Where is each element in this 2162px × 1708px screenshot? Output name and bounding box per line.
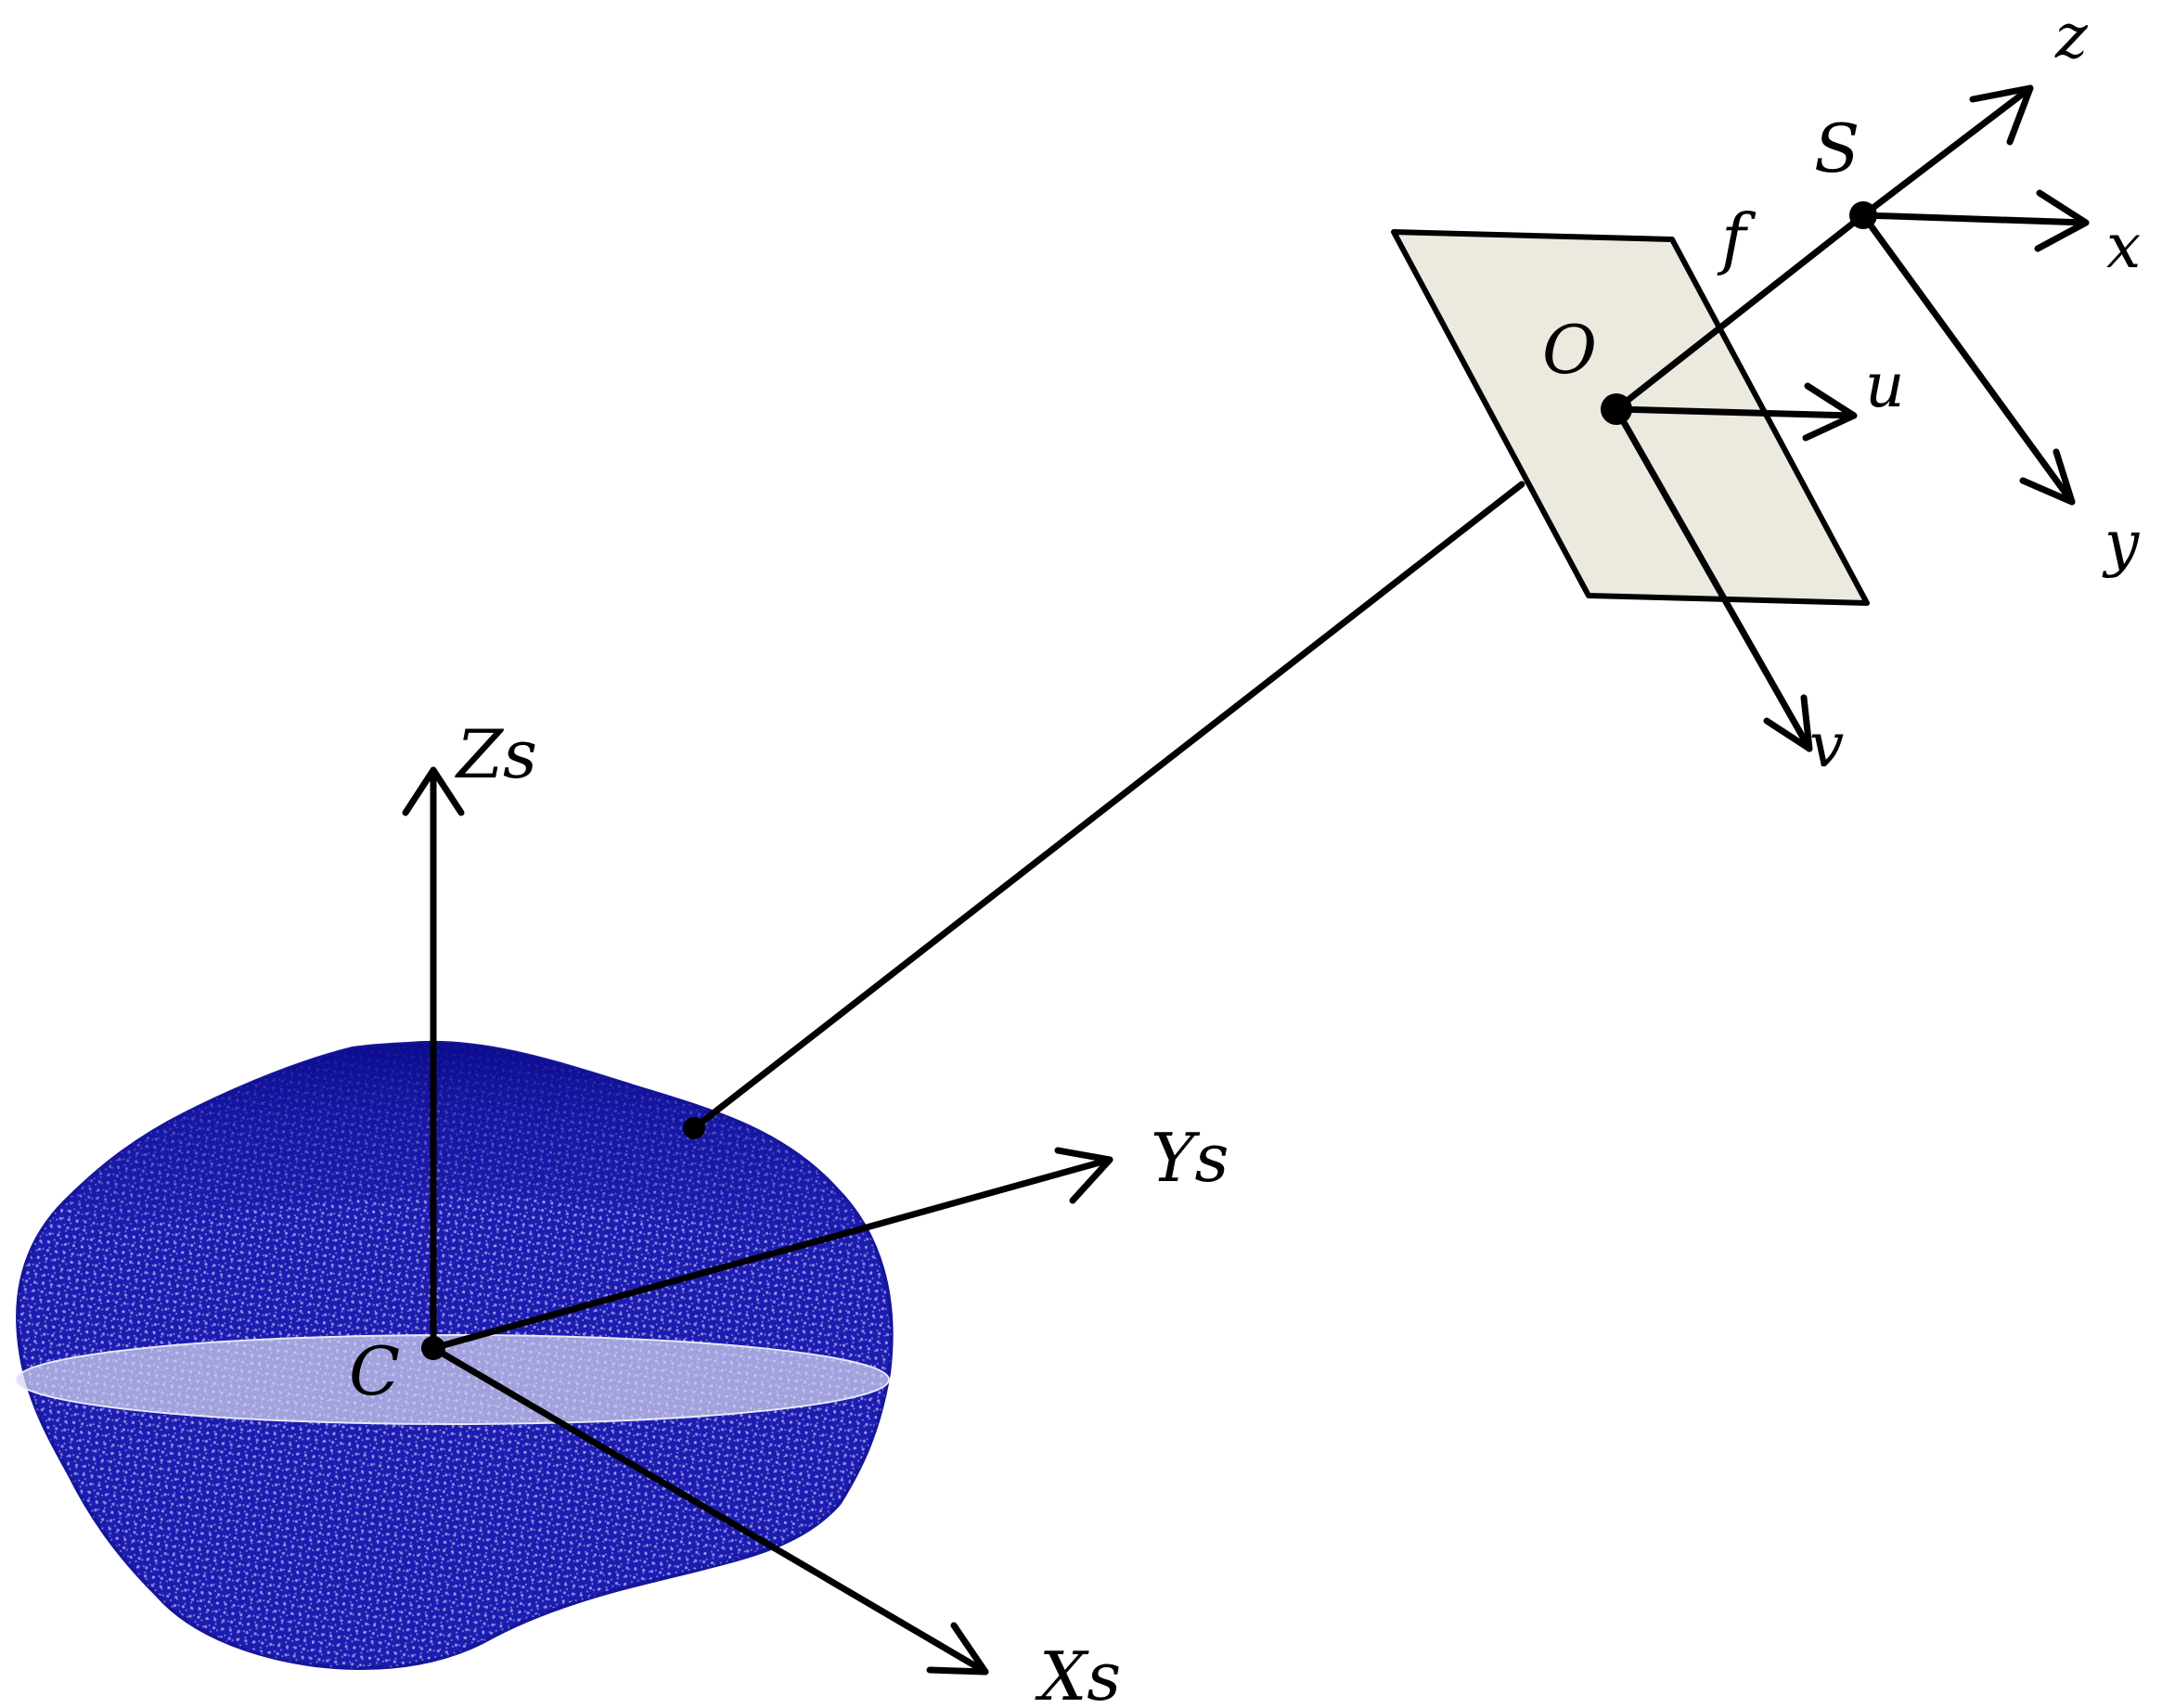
camera-frame-axes — [1849, 84, 2090, 506]
label-f: f — [1717, 199, 1757, 277]
v-axis — [1613, 405, 1813, 752]
ys-axis — [430, 1156, 1113, 1352]
label-u: u — [1865, 350, 1905, 421]
xs-axis — [430, 1344, 989, 1676]
label-z: z — [2054, 1, 2089, 72]
asteroid-point-cloud — [16, 1040, 894, 1670]
label-x: x — [2106, 211, 2141, 282]
z-axis — [1860, 84, 2034, 219]
image-frame-axes — [1601, 382, 1858, 752]
image-plane — [1391, 229, 1870, 606]
body-frame-axes — [402, 766, 1113, 1676]
origin-s-point — [1849, 201, 1877, 229]
label-v: v — [1809, 710, 1844, 781]
line-of-sight — [690, 481, 1525, 1132]
ys-arrowhead — [1054, 1147, 1113, 1204]
x-arrowhead — [2034, 189, 2090, 252]
asteroid-top-shadow — [65, 1042, 877, 1271]
label-o: O — [1542, 311, 1597, 389]
label-ys: Ys — [1151, 1119, 1229, 1197]
origin-o-point — [1601, 393, 1632, 425]
optical-axis-segment — [1613, 212, 1867, 413]
origin-c-point — [421, 1336, 445, 1360]
label-xs: Xs — [1035, 1637, 1121, 1708]
label-y: y — [2102, 507, 2140, 579]
y-arrowhead — [2019, 448, 2076, 506]
u-arrowhead — [1802, 382, 1858, 442]
x-axis — [1860, 212, 2090, 226]
surface-point — [683, 1117, 705, 1139]
label-zs: Zs — [455, 715, 537, 793]
label-c: C — [349, 1332, 400, 1410]
z-arrowhead — [1969, 84, 2034, 146]
label-s: S — [1814, 109, 1860, 187]
equator-band — [16, 1334, 890, 1425]
v-arrowhead — [1763, 694, 1813, 752]
u-axis — [1613, 405, 1858, 419]
zs-arrowhead — [402, 766, 465, 816]
xs-arrowhead — [926, 1622, 989, 1676]
y-axis — [1860, 212, 2076, 506]
